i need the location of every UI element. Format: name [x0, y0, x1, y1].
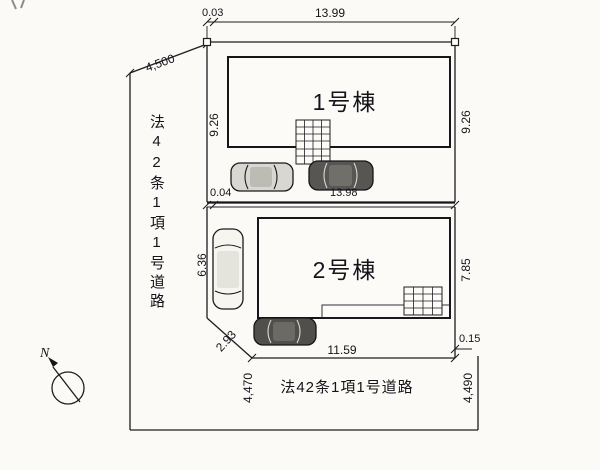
building2-stairs-grid: [403, 286, 443, 316]
compass-north-label: N: [40, 346, 50, 361]
dim-b1-right-depth: 9.26: [459, 110, 473, 134]
dim-b2-left-depth: 6.36: [195, 253, 209, 277]
building2-porch: [321, 304, 451, 319]
building1-label: 1号棟: [312, 89, 378, 115]
road-label-left: 法42条1項1号道路: [148, 114, 165, 312]
dim-bottom-width: 11.59: [327, 343, 357, 357]
building1-outline: [227, 56, 451, 148]
building2-label: 2号棟: [312, 257, 378, 283]
car-icon: [230, 162, 294, 192]
dim-bottom-right-offset: 0.15: [459, 333, 481, 345]
dim-lower-right-frontage: 4,490: [461, 372, 475, 404]
building1-stairs-grid: [295, 119, 331, 165]
lower-parcel-boundary: [206, 207, 472, 363]
dim-mid-width: 13.98: [330, 187, 358, 199]
compass-icon: [48, 357, 85, 405]
car-icon: [212, 228, 244, 310]
road-label-bottom: 法42条1項1号道路: [280, 379, 414, 396]
parcel-divider: [202, 200, 460, 210]
car-icon: [308, 160, 374, 191]
dim-b1-left-depth: 9.26: [207, 113, 221, 137]
car-icon: [253, 317, 317, 346]
scan-artifact: [11, 0, 25, 10]
upper-parcel-boundary: [206, 41, 456, 202]
dim-top-offset: 0.03: [202, 7, 224, 19]
dim-lower-left-frontage: 4,470: [241, 372, 255, 404]
dim-top-width: 13.99: [314, 6, 346, 20]
top-dimension-line: [202, 17, 460, 40]
dim-mid-offset: 0.04: [210, 187, 232, 199]
dim-b2-right-depth: 7.85: [459, 258, 473, 282]
site-boundary: [125, 39, 479, 431]
